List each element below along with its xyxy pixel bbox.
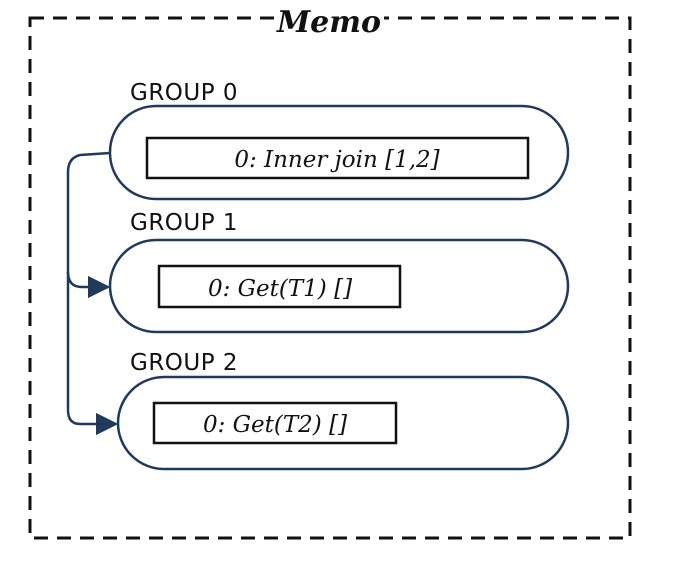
group-0-label: GROUP 0 [130,80,238,106]
group-2-expression-box [152,401,398,445]
memo-title-backdrop [274,6,384,38]
group-2: GROUP 2 0: Get(T2) [] [116,350,570,471]
arrow-to-group-1 [66,271,111,299]
group-1-label: GROUP 1 [130,210,238,236]
group-0-expression-box [145,136,530,180]
group-2-expression: 0: Get(T2) [] [203,412,347,438]
group-1-expression: 0: Get(T1) [] [208,276,352,302]
memo-border [28,16,632,540]
group-1: GROUP 1 0: Get(T1) [] [108,210,570,334]
memo-title: Memo [276,5,381,40]
group-0-expression: 0: Inner join [1,2] [234,147,439,173]
connector-trunk [66,151,111,426]
group-1-expression-box [157,264,402,309]
group-0: GROUP 0 0: Inner join [1,2] [108,80,570,201]
group-2-label: GROUP 2 [130,350,238,376]
child-connectors [66,151,119,436]
memo-container: Memo [28,5,632,540]
